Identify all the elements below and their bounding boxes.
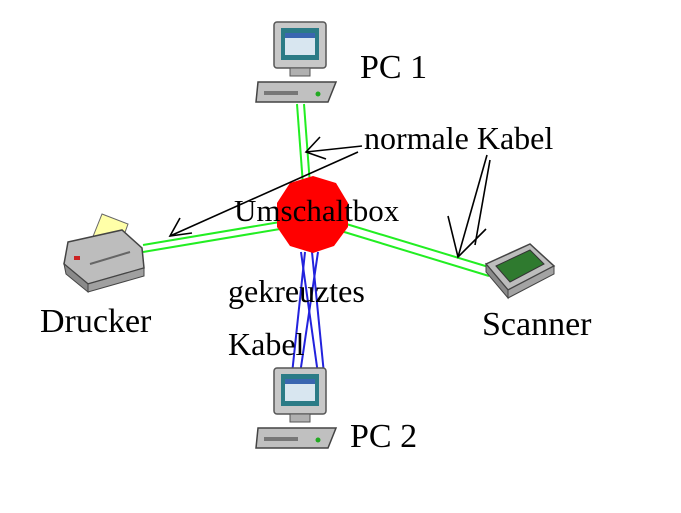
switchbox-node xyxy=(277,176,348,253)
pc2-label: PC 2 xyxy=(350,418,417,455)
switchbox-label: Umschaltbox xyxy=(234,193,400,228)
crossed-cable-annotation-line1: gekreuztes xyxy=(228,273,365,309)
crossed-cable-pc2 xyxy=(291,251,325,375)
desktop-computer-icon xyxy=(255,367,338,449)
printer-label: Drucker xyxy=(40,303,152,340)
annotation-arrows xyxy=(168,136,491,259)
crossed-cable-annotation-line2: Kabel xyxy=(228,326,305,362)
desktop-computer-icon xyxy=(255,21,338,103)
scanner-icon xyxy=(484,243,556,300)
pc1-label: PC 1 xyxy=(360,49,427,86)
printer-icon xyxy=(63,213,145,294)
scanner-label: Scanner xyxy=(482,306,592,343)
normal-cable-scanner xyxy=(340,222,493,277)
normal-cable-pc1 xyxy=(296,103,311,186)
normal-cable-printer xyxy=(142,221,281,253)
normal-cable-annotation: normale Kabel xyxy=(364,120,553,156)
